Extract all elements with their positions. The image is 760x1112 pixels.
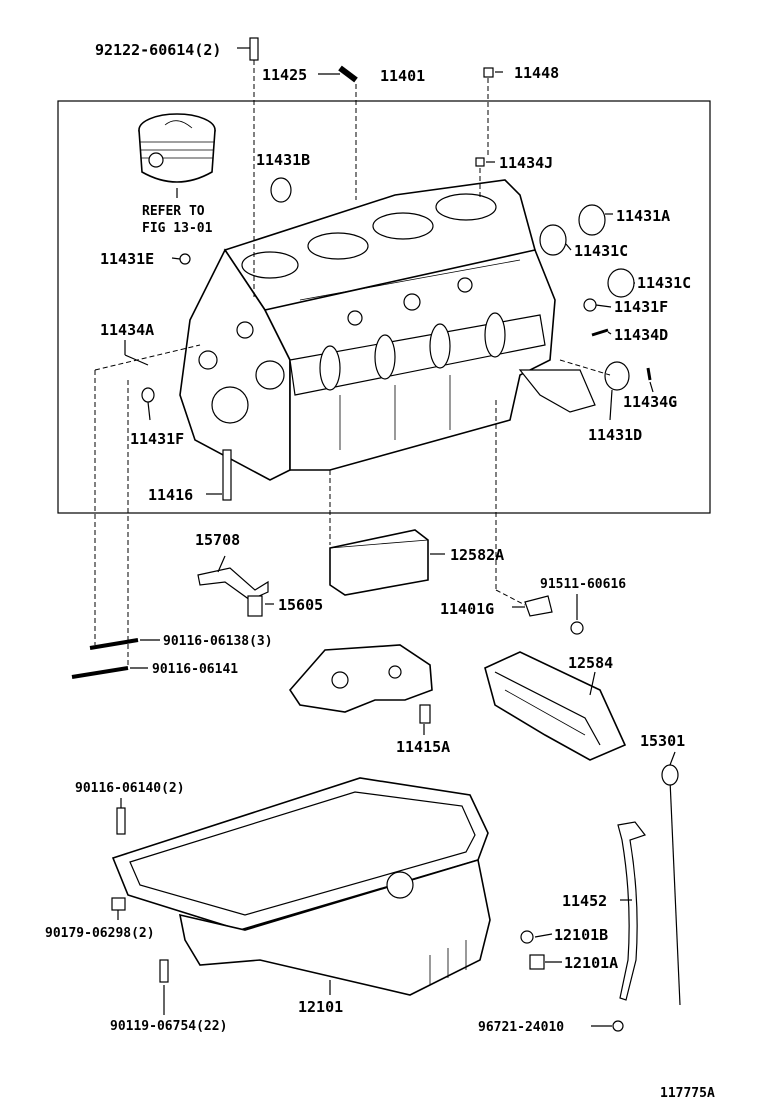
- label-15708: 15708: [195, 531, 240, 549]
- label-refer-to: REFER TO: [142, 204, 205, 219]
- bracket-15708: [197, 567, 269, 601]
- leader-lines: [94, 47, 676, 1027]
- label-refer-fig: FIG 13-01: [142, 221, 213, 236]
- label-11401: 11401: [380, 67, 425, 85]
- label-91511-60616: 91511-60616: [540, 577, 626, 592]
- label-11431C-1: 11431C: [574, 242, 628, 260]
- sensor-11401G: [524, 595, 553, 617]
- plug-15605: [247, 595, 263, 617]
- plug-11431F-left: [141, 387, 155, 403]
- plug-11431E: [179, 253, 191, 265]
- stud-90116-06141: [71, 666, 129, 679]
- block-group-frame: [57, 100, 711, 514]
- label-12101: 12101: [298, 998, 343, 1016]
- bolt-91511: [570, 621, 584, 635]
- label-11401G: 11401G: [440, 600, 494, 618]
- plug-11448: [483, 67, 494, 78]
- label-12584: 12584: [568, 654, 613, 672]
- baffle-plate: [484, 651, 627, 761]
- pin-11425: [338, 65, 358, 83]
- label-90119-06754: 90119-06754(22): [110, 1019, 227, 1034]
- label-11431C-2: 11431C: [637, 274, 691, 292]
- dipstick-15301: [669, 779, 681, 1006]
- plug-11431C-2: [607, 268, 635, 298]
- label-11416: 11416: [148, 486, 193, 504]
- cylinder-block: [179, 179, 596, 481]
- stiffener-plate: [288, 644, 433, 713]
- label-11431B: 11431B: [256, 151, 310, 169]
- plug-11434J: [475, 157, 485, 167]
- label-96721-24010: 96721-24010: [478, 1020, 564, 1035]
- dipstick-guide-11452: [617, 821, 646, 1001]
- label-11434A: 11434A: [100, 321, 154, 339]
- stud-90116-06138: [89, 638, 139, 650]
- label-15301: 15301: [640, 732, 685, 750]
- piston-illustration: [138, 113, 216, 198]
- label-12101A: 12101A: [564, 954, 618, 972]
- label-11431A: 11431A: [616, 207, 670, 225]
- pin-11434D: [591, 328, 609, 337]
- label-11425: 11425: [262, 66, 307, 84]
- label-11431D: 11431D: [588, 426, 642, 444]
- label-11431F-left: 11431F: [130, 430, 184, 448]
- label-11448: 11448: [514, 64, 559, 82]
- stud-90116-06140: [116, 807, 126, 835]
- nut-90179-06298: [111, 897, 126, 911]
- plug-11431B: [270, 177, 292, 203]
- label-15605: 15605: [278, 596, 323, 614]
- label-11434J: 11434J: [499, 154, 553, 172]
- label-11431E: 11431E: [100, 250, 154, 268]
- label-12101B: 12101B: [554, 926, 608, 944]
- oil-pan: [111, 777, 491, 996]
- label-90116-06140: 90116-06140(2): [75, 781, 185, 796]
- label-90179-06298: 90179-06298(2): [45, 926, 155, 941]
- label-92122-60614: 92122-60614(2): [95, 41, 221, 59]
- gasket-12101B: [520, 930, 534, 944]
- label-11452: 11452: [562, 892, 607, 910]
- oring-96721: [612, 1020, 624, 1032]
- plug-11431A: [578, 204, 606, 236]
- label-12582A: 12582A: [450, 546, 504, 564]
- insulator-12582A: [329, 529, 429, 596]
- plug-11431F-right: [583, 298, 597, 312]
- label-11434G: 11434G: [623, 393, 677, 411]
- plug-11431C-1: [539, 224, 567, 256]
- label-90116-06141: 90116-06141: [152, 662, 238, 677]
- seal-11431D: [604, 361, 630, 391]
- drain-plug-12101A: [529, 954, 545, 970]
- stud-92122: [249, 37, 259, 61]
- pin-11434G: [646, 367, 652, 381]
- label-11431F-right: 11431F: [614, 298, 668, 316]
- label-11415A: 11415A: [396, 738, 450, 756]
- label-90116-06138: 90116-06138(3): [163, 634, 273, 649]
- bolt-11416: [222, 449, 232, 501]
- bolt-90119-06754: [159, 959, 169, 983]
- label-11434D: 11434D: [614, 326, 668, 344]
- plug-11415A: [419, 704, 431, 724]
- figure-id: 117775A: [660, 1086, 715, 1101]
